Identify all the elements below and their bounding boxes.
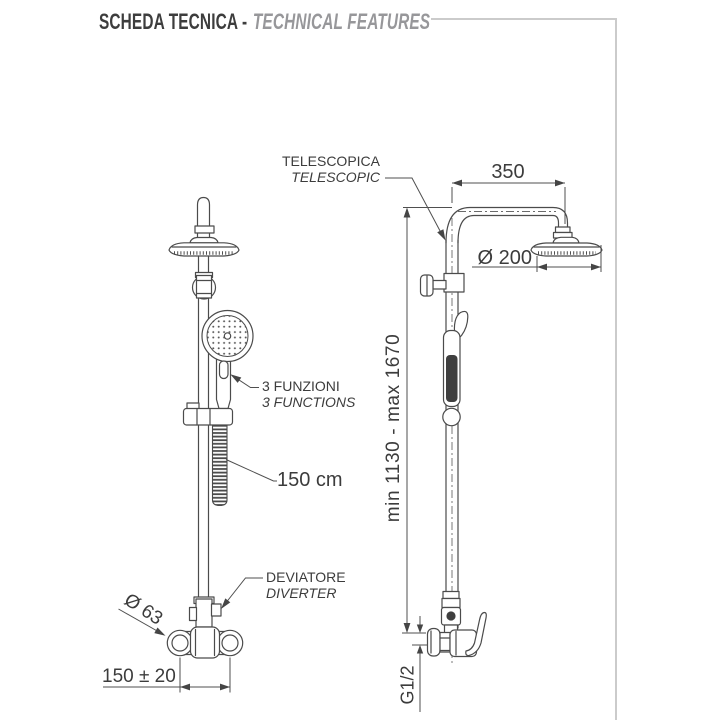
- functions-label-en: 3 FUNCTIONS: [262, 394, 356, 410]
- title-italian: SCHEDA TECNICA -: [99, 9, 248, 34]
- bracket-knob-side: [419, 272, 465, 297]
- mixer-flange-right: [216, 629, 244, 657]
- hose-length-value: 150 cm: [277, 469, 343, 491]
- title-english: TECHNICAL FEATURES: [252, 9, 431, 34]
- hand-shower-side: [442, 310, 469, 427]
- functions-label-it: 3 FUNZIONI: [262, 378, 340, 394]
- overhead-shower-front: [168, 236, 240, 257]
- page-title: SCHEDA TECNICA -TECHNICAL FEATURES: [99, 9, 430, 35]
- mixer-side: [426, 611, 487, 658]
- functions-label: 3 FUNZIONI 3 FUNCTIONS: [262, 378, 355, 410]
- telescopic-label-it: TELESCOPICA: [281, 153, 380, 169]
- hose-length-leader: [225, 459, 277, 482]
- arm-length-value: 350: [491, 161, 525, 183]
- diverter-front: [188, 596, 222, 628]
- slider-bracket-front: [182, 402, 234, 426]
- mixer-lever-handle: [465, 611, 487, 657]
- telescopic-ring-front: [191, 271, 217, 300]
- telescopic-label: TELESCOPICA TELESCOPIC: [230, 153, 380, 185]
- inlet-thread-dimension: [416, 616, 424, 712]
- inlet-thread-value: G1/2: [397, 665, 418, 705]
- top-pipe-collar-front: [194, 225, 215, 234]
- mixer-wall-flange-side: [426, 627, 441, 657]
- diverter-label: DEVIATORE DIVERTER: [266, 569, 346, 601]
- head-diameter-dimension: [472, 245, 602, 272]
- riser-pipe-front: [197, 255, 210, 629]
- inlet-spacing-dimension: [103, 657, 231, 693]
- diverter-leader: [221, 577, 263, 609]
- diverter-label-it: DEVIATORE: [266, 569, 346, 585]
- top-pipe-front: [196, 196, 211, 242]
- shower-arm: [445, 206, 569, 244]
- riser-pipe-side: [445, 239, 459, 629]
- flange-diameter-leader: [118, 608, 166, 636]
- flexible-hose: [211, 424, 228, 507]
- mixer-body-front: [189, 626, 221, 659]
- telescopic-label-en: TELESCOPIC: [291, 169, 380, 185]
- diverter-label-en: DIVERTER: [266, 585, 337, 601]
- inlet-spacing-value: 150 ± 20: [102, 666, 176, 687]
- diverter-side: [440, 590, 462, 635]
- slider-ring-side: [442, 407, 461, 427]
- mixer-front: [166, 626, 244, 659]
- overhead-shower-side: [530, 226, 603, 257]
- functions-leader: [230, 374, 259, 388]
- hand-shower-front: [201, 309, 254, 410]
- mixer-flange-left: [166, 629, 194, 657]
- side-view-drawing: [385, 177, 603, 712]
- telescopic-leader: [385, 177, 446, 241]
- head-diameter-value: Ø 200: [477, 247, 532, 269]
- hand-shower-face-center: [223, 332, 232, 340]
- arm-length-dimension: [451, 179, 566, 224]
- page-frame-border: [431, 18, 617, 720]
- diverter-knob-icon: [446, 611, 456, 621]
- height-range-value: min 1130 - max 1670: [383, 333, 404, 523]
- function-selector-button: [218, 360, 229, 380]
- front-view-drawing: [103, 196, 277, 693]
